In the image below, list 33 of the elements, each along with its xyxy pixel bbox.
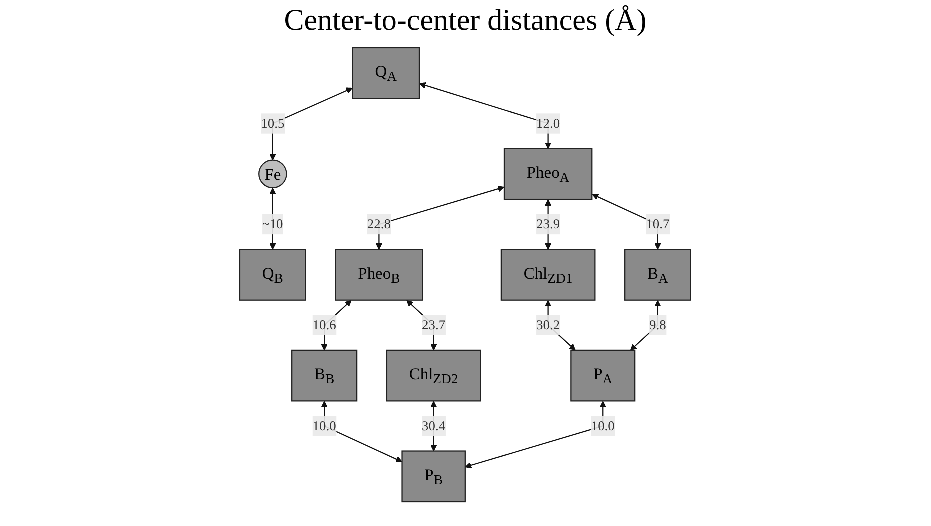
edge-label: 30.4 [422, 418, 446, 434]
edge-label: ~10 [262, 216, 284, 232]
node-box: P$_{B}$ [402, 450, 466, 503]
edge-label: 22.8 [368, 216, 392, 232]
edge-label: 9.8 [650, 318, 666, 333]
edge-label: 10.0 [591, 418, 615, 434]
node-box: Q$_{A}$ [352, 47, 420, 100]
arrow [321, 401, 403, 463]
edge-label: 10.6 [312, 318, 336, 333]
node-box: P$_{A}$ [570, 350, 636, 402]
diagram-title: Center-to-center distances (Å) [283, 4, 648, 38]
node-box: Chl$_{ZD2}$ [386, 350, 482, 402]
edge-label: 12.0 [536, 116, 560, 131]
node-box: Chl$_{ZD1}$ [500, 249, 596, 301]
edge-label: 10.0 [312, 418, 336, 434]
arrow [465, 401, 606, 469]
arrow [321, 300, 352, 351]
edge-label: 23.7 [422, 318, 446, 333]
node-box: B$_{B}$ [292, 350, 358, 402]
node-box: Pheo$_{B}$ [335, 249, 424, 301]
arrow [376, 186, 505, 250]
node-box: Q$_{B}$ [240, 249, 306, 301]
node-box: B$_{A}$ [624, 249, 692, 301]
edge-label: 30.2 [536, 318, 560, 333]
arrow [420, 82, 552, 150]
edge-label: 23.9 [536, 216, 560, 232]
edge-label: 10.5 [261, 116, 285, 131]
node-circle: Fe [258, 160, 288, 189]
node-box: Pheo$_{A}$ [504, 148, 593, 200]
arrow [592, 194, 662, 250]
arrow [270, 88, 353, 161]
arrow [630, 300, 662, 351]
edge-label: 10.7 [646, 216, 670, 232]
